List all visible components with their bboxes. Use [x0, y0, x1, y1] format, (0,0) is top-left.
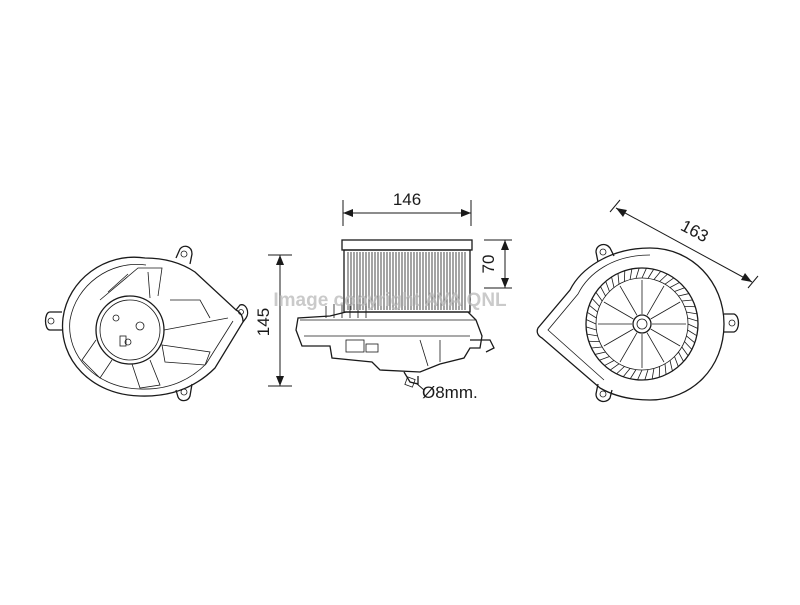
fan-blade-line	[586, 327, 596, 330]
fan-spoke-line	[604, 302, 633, 319]
left-view-motor-side	[46, 246, 248, 400]
fan-blade-line	[618, 273, 619, 284]
fan-blade-line	[592, 299, 599, 307]
fan-blade-line	[678, 294, 689, 296]
fan-blade-line	[600, 286, 605, 296]
fan-spoke-line	[604, 329, 633, 346]
mount-tab-top	[176, 246, 192, 264]
fan-blade-line	[652, 368, 654, 379]
fan-blade-line	[612, 277, 614, 288]
watermark: Image copyright AVA QNL	[273, 290, 507, 311]
fan-blade-line	[688, 318, 698, 321]
fan-blade-line	[648, 269, 654, 278]
fan-blade-line	[665, 364, 666, 375]
fan-blade-line	[660, 274, 668, 281]
fan-blade-line	[596, 292, 602, 301]
mount-tab-right	[236, 305, 248, 322]
fan-blade-line	[675, 357, 679, 367]
fan-blade-line	[617, 366, 625, 373]
fan-blade-line	[678, 352, 683, 362]
fan-blade-line	[623, 368, 630, 376]
fan-wheel-front	[586, 268, 698, 380]
fan-blade-line	[682, 347, 688, 356]
fan-spoke-line	[647, 286, 664, 315]
mount-tab-right-side	[724, 314, 739, 332]
right-view-fan-side: 163	[537, 200, 758, 401]
dimension-depth: 70	[479, 240, 512, 288]
mount-tab-right-top	[596, 245, 614, 262]
fan-blade-line	[591, 347, 602, 348]
hose-callout: Ø8mm.	[416, 383, 478, 402]
fan-blade-line	[682, 300, 693, 301]
dimension-diagonal: 163	[610, 200, 758, 288]
mount-tab-left	[46, 312, 63, 330]
width-label: 146	[393, 190, 421, 209]
fan-blade-line	[587, 334, 598, 336]
fan-blade-line	[630, 269, 632, 280]
fan-blade-line	[595, 352, 606, 354]
fan-blade-line	[604, 360, 614, 365]
fan-blade-line	[670, 360, 672, 371]
fan-blade-line	[610, 364, 619, 370]
hose-label: Ø8mm.	[422, 383, 478, 402]
fan-blade-line	[642, 268, 646, 278]
fan-blade-line	[587, 312, 596, 318]
fan-blade-line	[586, 320, 596, 324]
fan-blade-line	[645, 370, 648, 380]
fan-blade-line	[670, 282, 680, 287]
fan-spoke-line	[651, 329, 680, 346]
fan-blade-line	[636, 268, 639, 278]
fan-spoke-line	[651, 302, 680, 319]
fan-hub	[633, 315, 651, 333]
fan-blade-line	[654, 271, 661, 279]
fan-blade-line	[688, 324, 698, 328]
height-label: 145	[254, 308, 273, 336]
fan-blade-line	[606, 281, 610, 291]
fan-blade-line	[675, 288, 685, 292]
fan-blade-line	[686, 312, 697, 314]
fan-blade-line	[599, 357, 609, 361]
fan-blade-line	[684, 342, 691, 350]
fan-blade-line	[665, 278, 674, 284]
motor-body	[96, 296, 164, 364]
hose-connector	[404, 372, 418, 387]
motor-housing-side	[296, 304, 494, 372]
fan-blade-line	[638, 370, 642, 380]
fan-spoke-line	[620, 286, 637, 315]
fan-spoke-line	[647, 333, 664, 362]
fan-blade-line	[688, 330, 697, 336]
diagonal-label: 163	[678, 216, 712, 246]
fan-spoke-line	[620, 333, 637, 362]
dimension-height: 145	[254, 255, 292, 386]
dimension-width: 146	[343, 190, 471, 226]
depth-label: 70	[479, 255, 498, 274]
fan-blade-line	[589, 305, 597, 312]
fan-blade-line	[686, 336, 694, 343]
fan-blade-line	[630, 370, 636, 379]
